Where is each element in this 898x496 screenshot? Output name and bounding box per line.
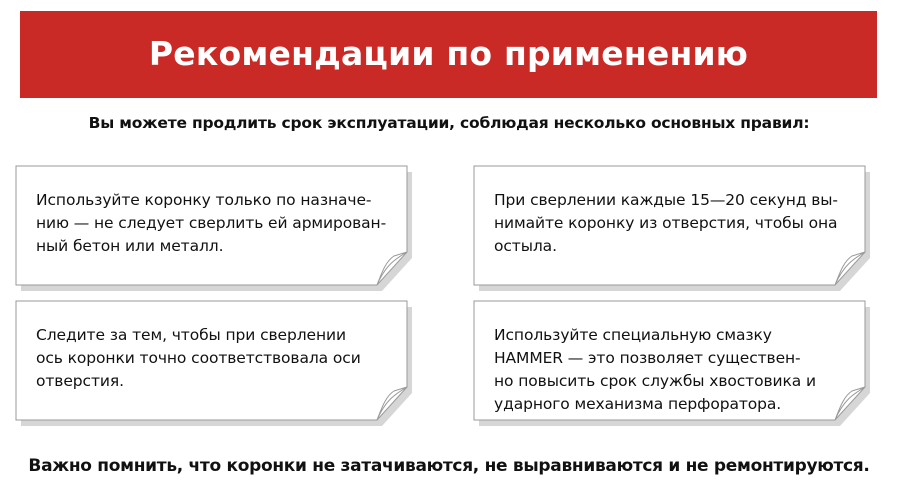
tip-card: При сверлении каждые 15—20 секунд вы- ни… [473, 165, 870, 291]
folded-note-shape [15, 165, 412, 291]
footer-note: Важно помнить, что коронки не затачивают… [28, 456, 870, 476]
folded-note-shape [473, 165, 870, 291]
tip-text: Используйте специальную смазку HAMMER — … [494, 326, 816, 413]
title-banner: Рекомендации по применению [20, 11, 877, 98]
tip-card: Используйте специальную смазку HAMMER — … [473, 300, 870, 426]
page-title: Рекомендации по применению [148, 34, 749, 73]
tip-text: Используйте коронку только по назначе- н… [36, 191, 387, 255]
tip-card: Используйте коронку только по назначе- н… [15, 165, 412, 291]
tip-card: Следите за тем, чтобы при сверлении ось … [15, 300, 412, 426]
tip-text: Следите за тем, чтобы при сверлении ось … [36, 326, 361, 390]
subtitle: Вы можете продлить срок эксплуатации, со… [88, 114, 810, 132]
folded-note-shape [473, 300, 870, 426]
tip-text: При сверлении каждые 15—20 секунд вы- ни… [494, 191, 838, 255]
folded-note-shape [15, 300, 412, 426]
